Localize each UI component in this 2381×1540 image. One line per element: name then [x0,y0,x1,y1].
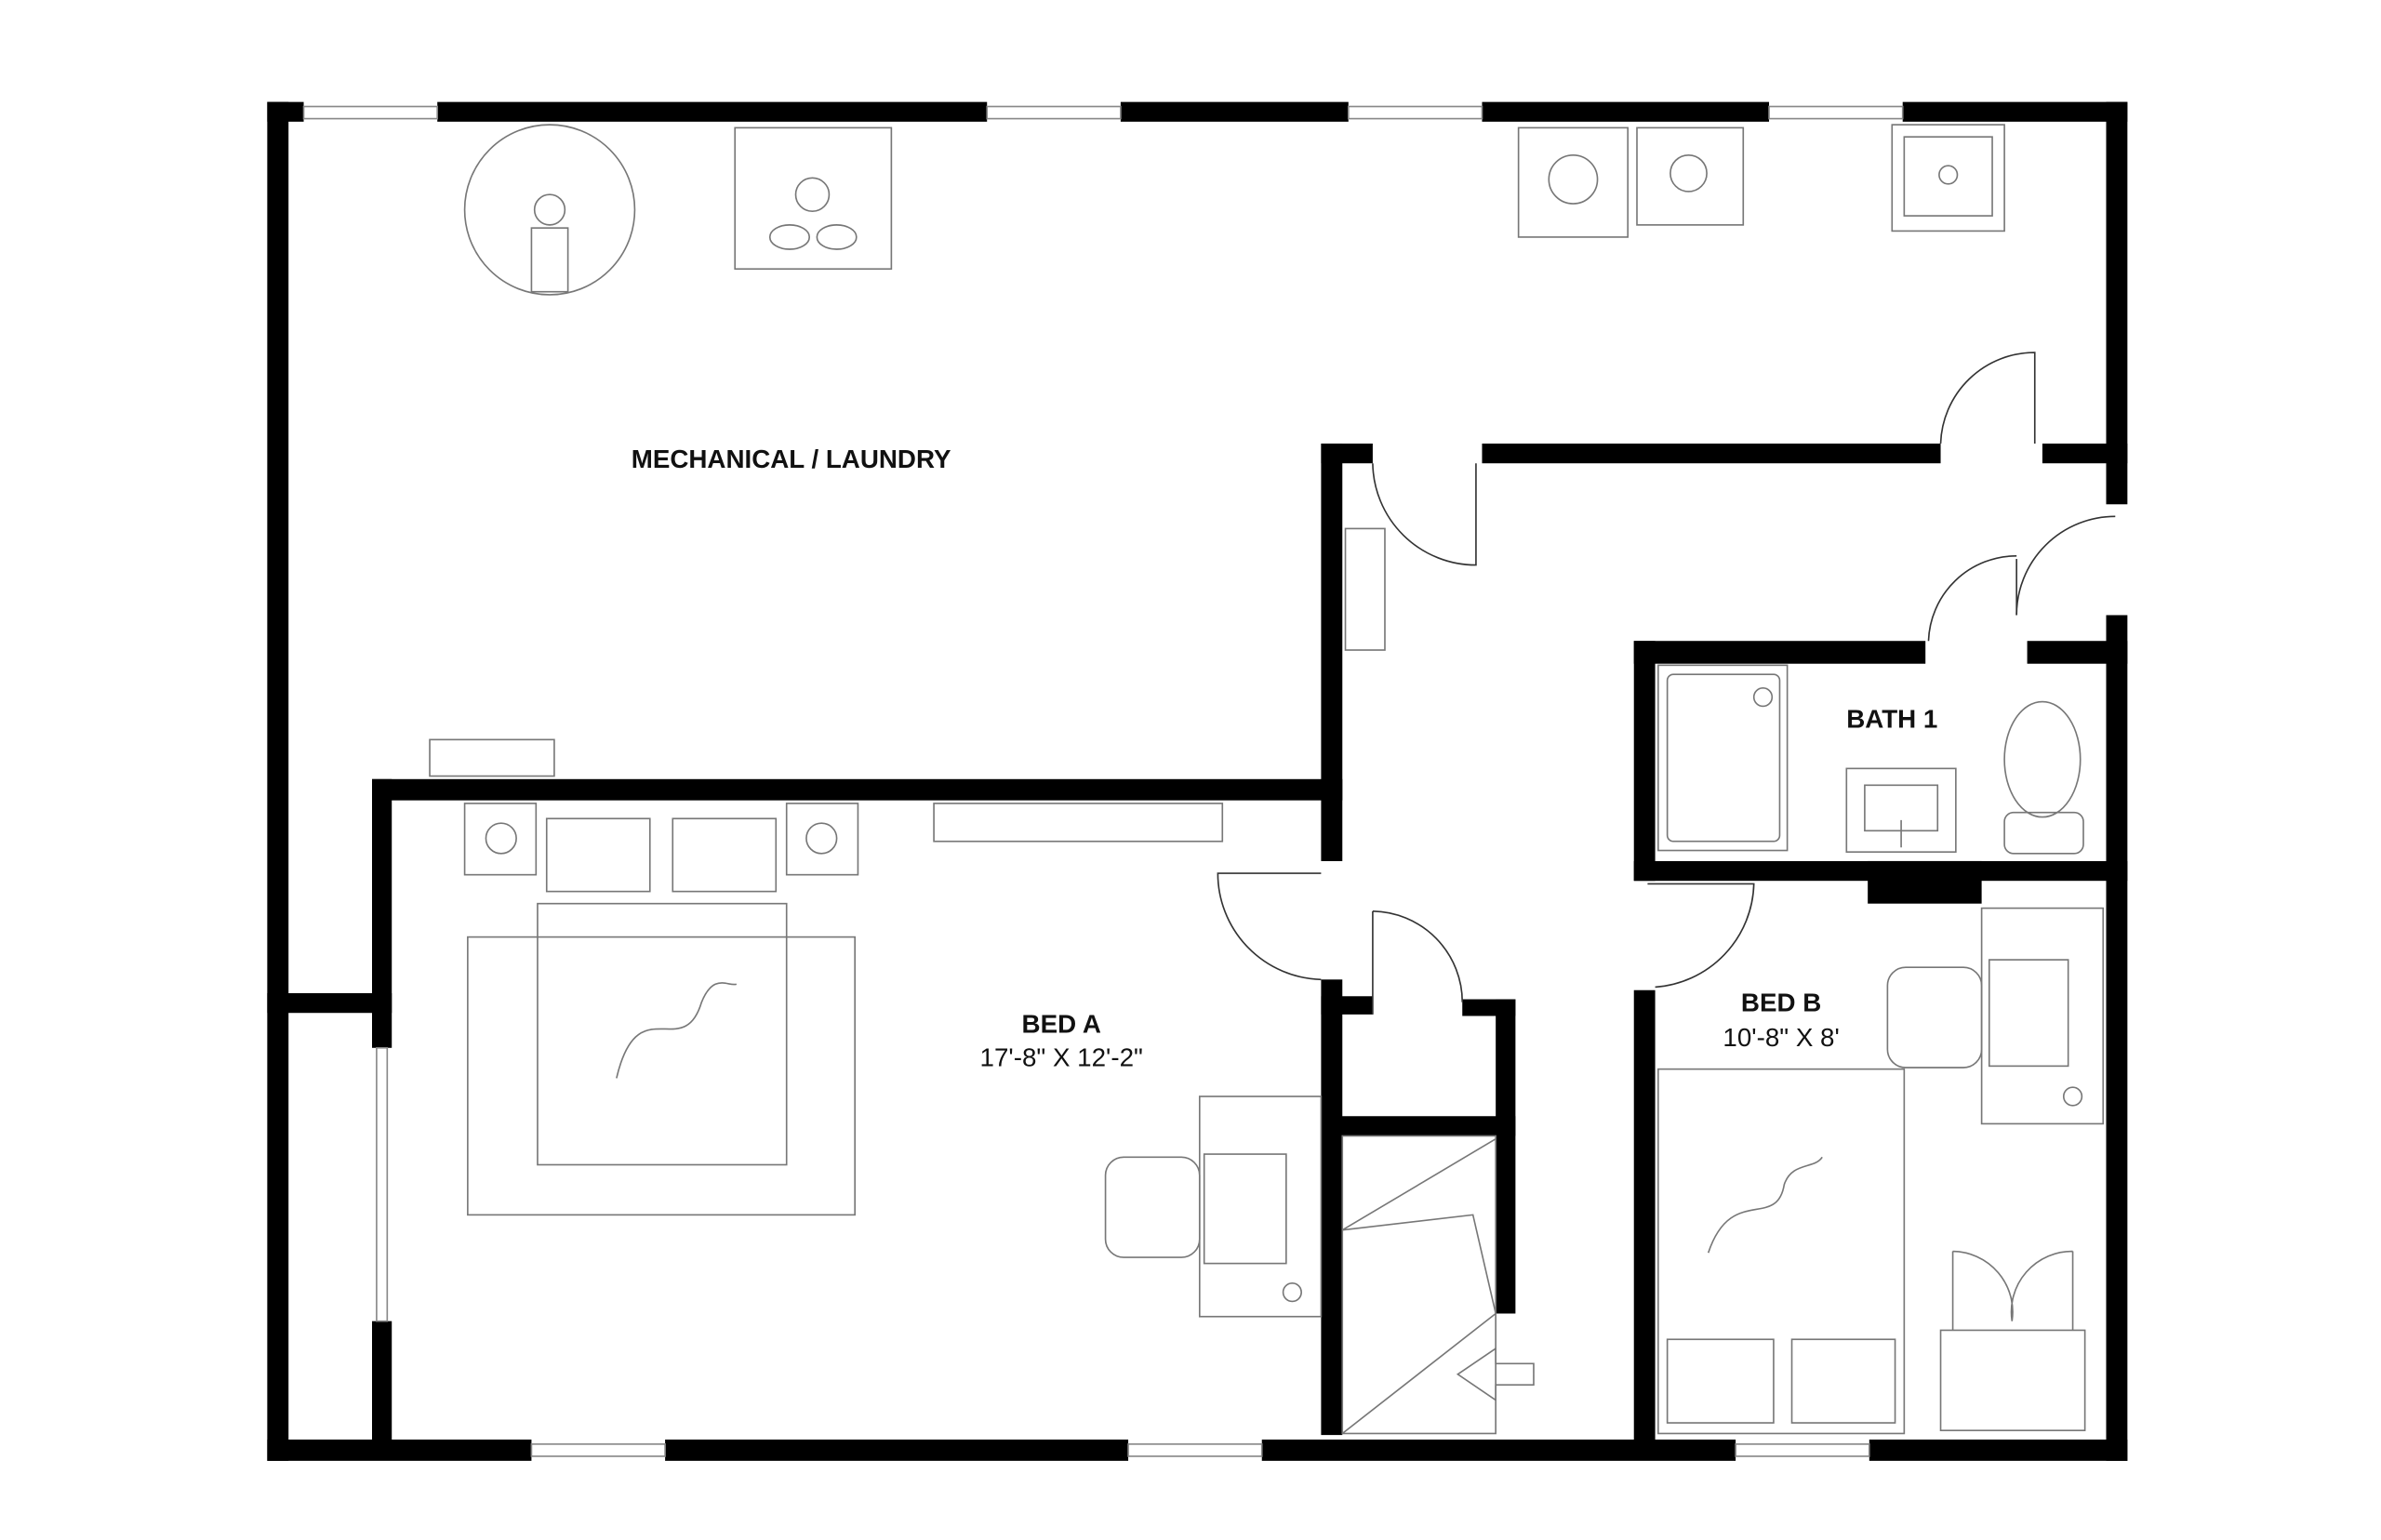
desk-bed-b-icon [1886,907,2105,1125]
door-bed-a [1217,872,1322,981]
door-bed-b [1647,883,1755,989]
bed-queen-icon [463,803,859,1216]
radiator-icon [429,527,1386,843]
bathtub-icon [1657,664,1789,852]
room-label-mechanical-laundry: MECHANICAL / LAUNDRY [632,445,951,473]
room-dimensions-bed-b: 10'-8" X 8' [1723,1023,1839,1052]
door-bath [1927,554,2017,642]
furnace-icon [734,126,893,271]
room-label-bed-b: BED B [1741,989,1821,1017]
sink-icon [1845,767,1957,853]
stairs-icon [1341,1135,1535,1435]
door-closet [1372,910,1464,1015]
fixtures [429,124,2105,1435]
bed-single-icon [1657,1068,1906,1435]
door-hall [2015,515,2116,616]
washer-icon [1517,126,1629,238]
door-exterior-hall [1939,352,2036,445]
room-labels: MECHANICAL / LAUNDRY BED A 17'-8" X 12'-… [632,445,1938,1071]
room-dimensions-bed-a: 17'-8" X 12'-2" [980,1042,1143,1071]
doors [1217,352,2116,1015]
utility-sink-icon [1891,124,2005,232]
water-heater-icon [463,124,636,296]
closet-icon [1939,1250,2086,1432]
toilet-icon [2003,700,2084,855]
door-mechanical [1372,463,1477,566]
walls [267,101,2128,1461]
dryer-icon [1636,126,1745,226]
windows [302,105,1904,1457]
room-label-bed-a: BED A [1022,1009,1101,1038]
desk-icon [1104,1095,1323,1318]
room-label-bath-1: BATH 1 [1846,704,1937,733]
